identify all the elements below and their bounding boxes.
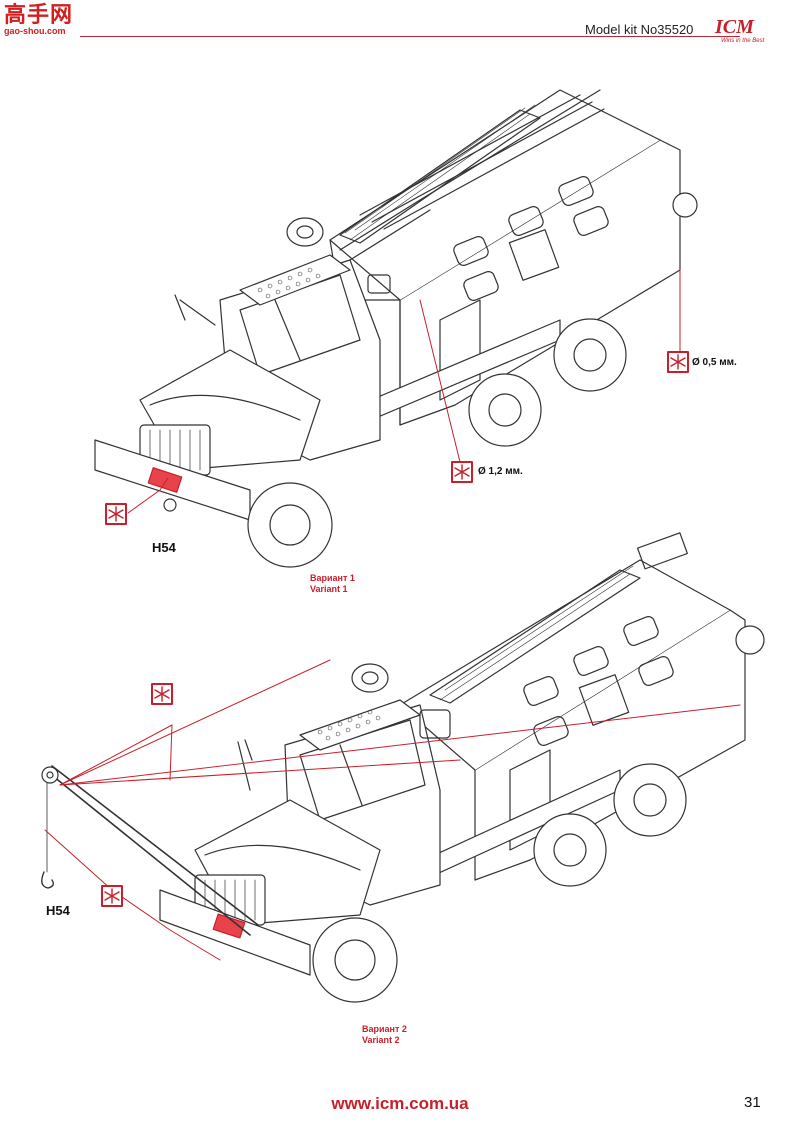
watermark-text: 高手网 bbox=[4, 2, 74, 27]
truck-variant-2 bbox=[41, 532, 765, 1003]
dimension-0-5mm: Ø 0,5 мм. bbox=[692, 357, 737, 368]
callouts-variant-2 bbox=[44, 659, 741, 961]
variant-2-label: Вариант 2 Variant 2 bbox=[362, 1024, 407, 1046]
page-number: 31 bbox=[744, 1094, 761, 1111]
marker-v1-a bbox=[105, 503, 127, 525]
dimension-1-2mm: Ø 1,2 мм. bbox=[478, 466, 523, 477]
variant-1-label: Вариант 1 Variant 1 bbox=[310, 573, 355, 595]
icm-logo-tagline: Wins in the Best bbox=[721, 38, 765, 44]
part-label-h54-top: H54 bbox=[152, 540, 176, 555]
variant-2-ru: Вариант 2 bbox=[362, 1024, 407, 1034]
model-kit-number: Model kit No35520 bbox=[585, 22, 694, 37]
marker-v1-c bbox=[451, 461, 473, 483]
icm-logo-text: ICM bbox=[715, 16, 754, 38]
watermark-url: gao-shou.com bbox=[4, 26, 84, 37]
header-divider bbox=[80, 36, 740, 37]
wheels-variant-2 bbox=[312, 625, 765, 1003]
wheels-variant-1 bbox=[247, 192, 698, 568]
variant-2-en: Variant 2 bbox=[362, 1035, 400, 1045]
part-label-h54-bottom: H54 bbox=[46, 903, 70, 918]
variant-1-en: Variant 1 bbox=[310, 584, 348, 594]
marker-v1-b bbox=[667, 351, 689, 373]
variant-1-ru: Вариант 1 bbox=[310, 573, 355, 583]
truck-variant-1 bbox=[94, 89, 698, 568]
icm-logo: ICM Wins in the Best bbox=[715, 16, 785, 58]
watermark-logo: 高手网 gao-shou.com bbox=[4, 4, 84, 44]
marker-v2-a bbox=[151, 683, 173, 705]
marker-v2-b bbox=[101, 885, 123, 907]
footer-website[interactable]: www.icm.com.ua bbox=[331, 1094, 469, 1113]
